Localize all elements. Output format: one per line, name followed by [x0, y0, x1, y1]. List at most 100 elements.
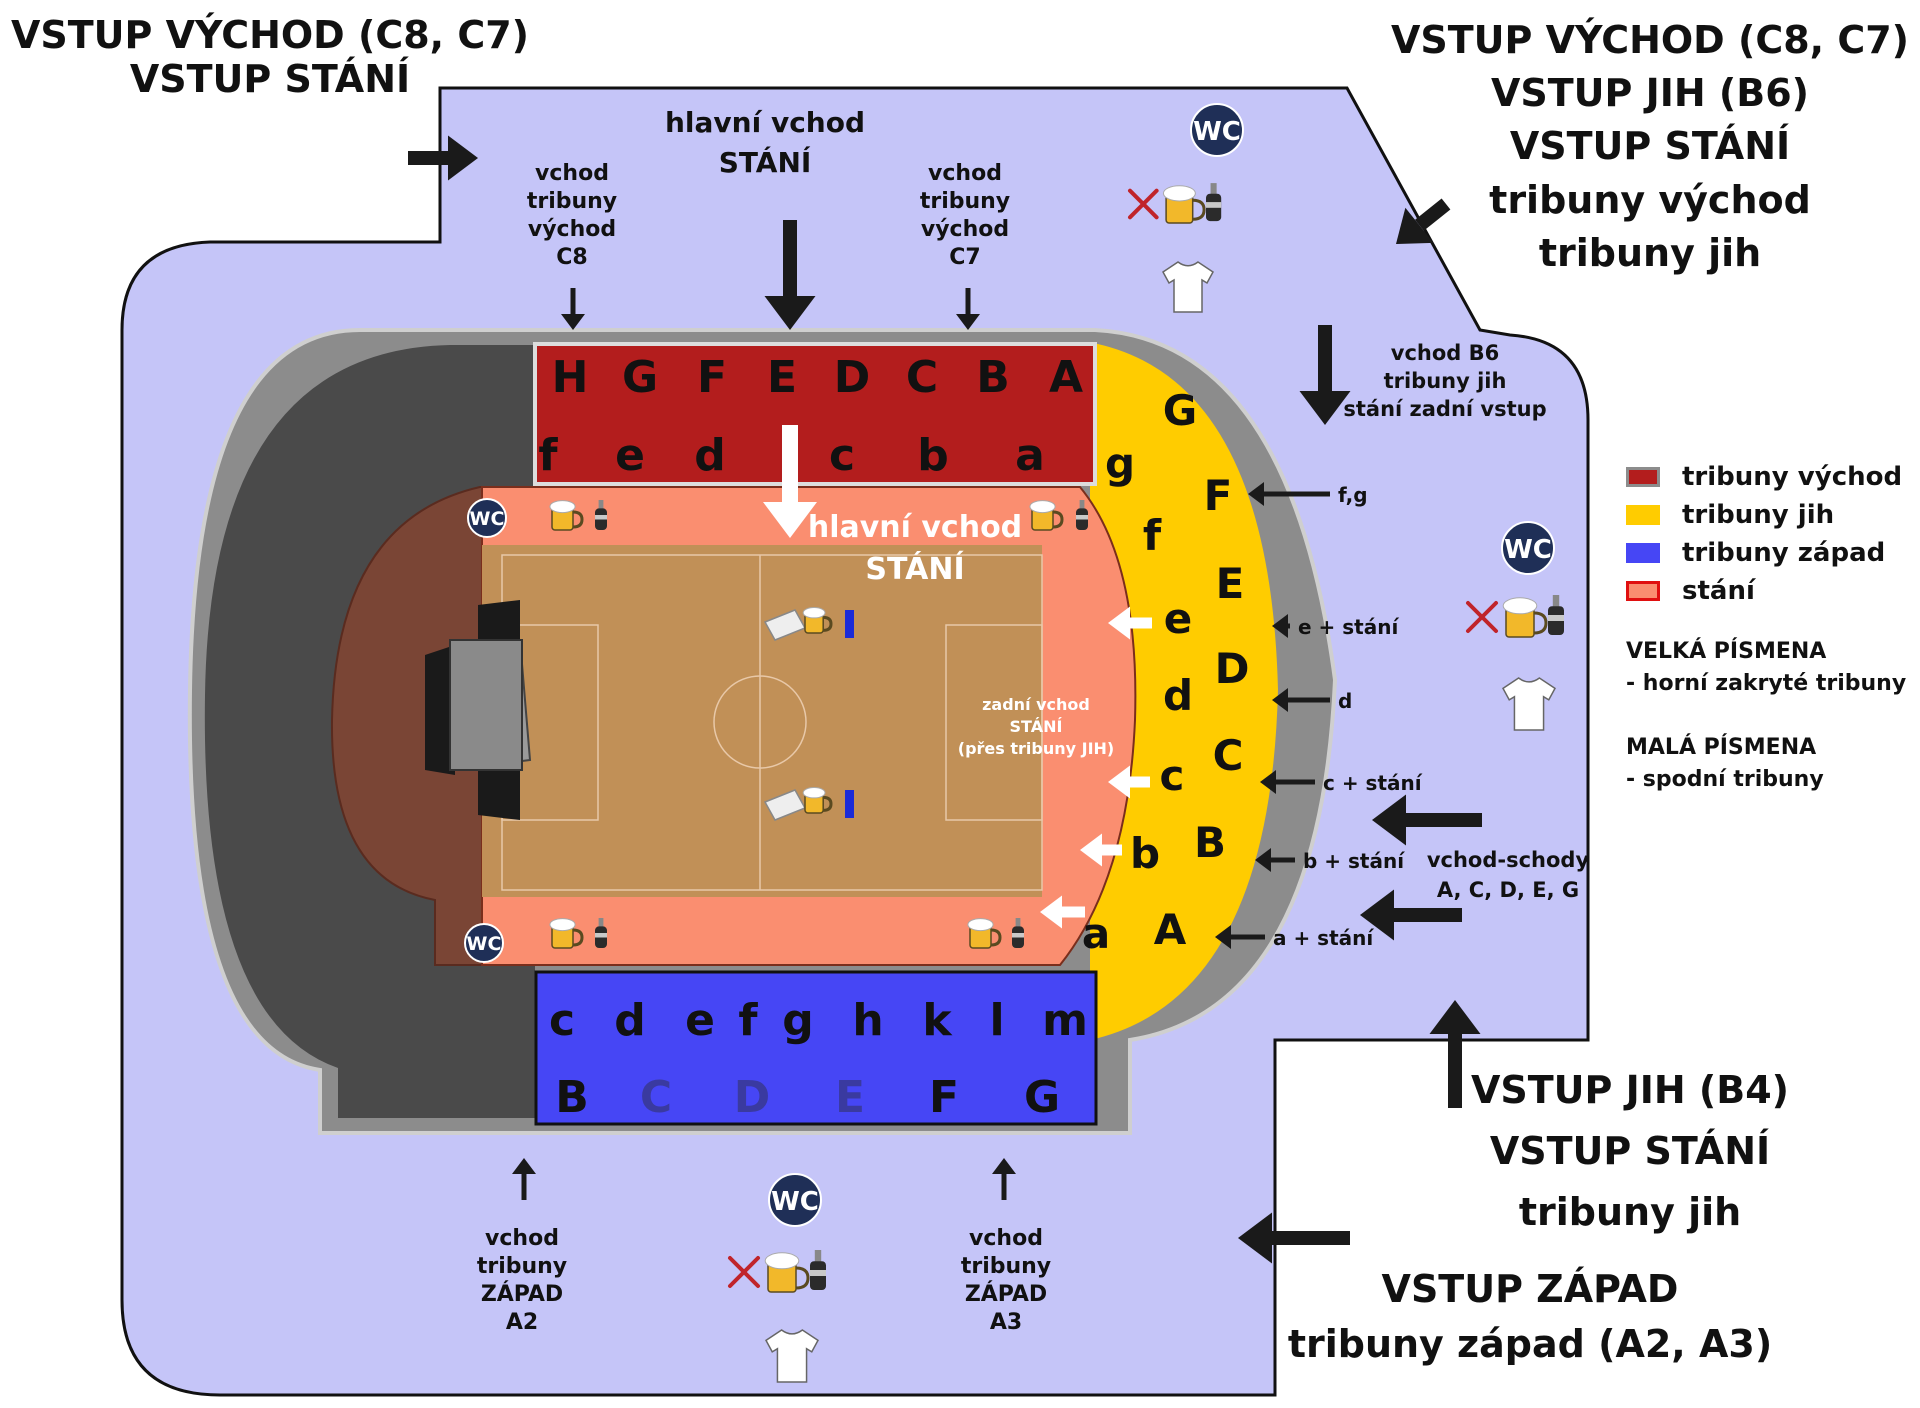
- west-stand: [534, 970, 1098, 1126]
- section-label: D: [734, 1072, 771, 1123]
- section-label: D: [834, 352, 871, 403]
- heading-line: VSTUP JIH (B6): [1490, 71, 1810, 116]
- legend-item: stání: [1626, 572, 1916, 610]
- section-label: E: [835, 1072, 865, 1123]
- section-label: e: [1164, 594, 1193, 643]
- arrow-icon: [1360, 889, 1462, 941]
- legend-swatch: [1626, 505, 1660, 525]
- entrance-a3-label: tribuny: [961, 1254, 1051, 1279]
- section-label: c: [549, 995, 575, 1046]
- heading-top-right: VSTUP VÝCHOD (C8, C7) VSTUP JIH (B6) VST…: [1390, 14, 1910, 280]
- arrow-icon: [1215, 925, 1265, 949]
- main-entrance-label: STÁNÍ: [719, 145, 812, 179]
- arrow-icon: [956, 288, 980, 330]
- beer-mug-icon: [802, 607, 833, 634]
- legend-items: tribuny východ tribuny jih tribuny západ st…: [1626, 458, 1916, 610]
- section-label: B: [976, 352, 1010, 403]
- arrow-icon: [1248, 482, 1330, 506]
- section-label: e: [685, 995, 715, 1046]
- south-arrow-label: b + stání: [1303, 849, 1405, 873]
- section-label: g: [1105, 439, 1135, 488]
- back-entrance-label: (přes tribuny JIH): [958, 739, 1114, 758]
- arrow-icon: [1255, 848, 1295, 872]
- heading-line: VSTUP VÝCHOD (C8, C7): [10, 13, 530, 57]
- entrance-b6-label: vchod B6: [1391, 341, 1499, 365]
- section-label: d: [614, 995, 646, 1046]
- legend-item: tribuny jih: [1626, 496, 1916, 534]
- arrow-icon: [512, 1158, 536, 1200]
- entrance-a3-label: ZÁPAD: [965, 1281, 1047, 1307]
- legend-label: tribuny západ: [1682, 538, 1886, 568]
- legend-note-line: MALÁ PÍSMENA: [1626, 735, 1817, 760]
- arrow-icon: [1272, 614, 1290, 638]
- legend-note-lower: MALÁ PÍSMENA - spodní tribuny: [1626, 732, 1916, 796]
- section-label: C: [1213, 731, 1244, 780]
- entrance-c7-label: vchod: [928, 161, 1002, 186]
- stairs-entrance-label: A, C, D, E, G: [1437, 878, 1579, 902]
- back-entrance-label: zadní vchod: [982, 695, 1090, 714]
- entrance-a3-label: vchod: [969, 1226, 1043, 1251]
- legend-label: tribuny východ: [1682, 462, 1903, 492]
- arrow-icon: [1260, 770, 1315, 794]
- south-arrow-label: c + stání: [1323, 771, 1423, 795]
- east-stand: [533, 342, 1097, 486]
- fork-knife-icon: [728, 1256, 760, 1288]
- bench-marker: [845, 790, 854, 818]
- section-label: F: [697, 352, 727, 403]
- section-label: h: [852, 995, 883, 1046]
- heading-line: tribuny jih: [1538, 230, 1762, 275]
- section-label: k: [922, 995, 953, 1046]
- wc-label: WC: [467, 933, 502, 955]
- arrow-icon: [408, 135, 478, 181]
- entrance-c8-label: tribuny: [527, 189, 617, 214]
- arrow-icon: [764, 220, 816, 330]
- heading-line: VSTUP STÁNÍ: [129, 56, 411, 101]
- entrance-a2-label: vchod: [485, 1226, 559, 1251]
- heading-line: tribuny západ (A2, A3): [1287, 1322, 1773, 1367]
- wc-badge-icon: WC: [464, 923, 504, 963]
- main-entrance-inner-label: STÁNÍ: [865, 551, 964, 587]
- arrow-icon: [1080, 833, 1122, 867]
- wc-label: WC: [1193, 117, 1241, 147]
- south-arrow-label: d: [1338, 689, 1352, 713]
- section-label: G: [1163, 386, 1197, 435]
- section-label: a: [1082, 909, 1110, 958]
- legend-label: tribuny jih: [1682, 500, 1835, 530]
- section-label: f: [538, 430, 558, 481]
- fork-knife-icon: [1466, 601, 1498, 633]
- section-label: A: [1154, 905, 1187, 954]
- section-label: m: [1042, 995, 1088, 1046]
- heading-bottom-right-upper: VSTUP JIH (B4) VSTUP STÁNÍ tribuny jih: [1420, 1060, 1840, 1242]
- section-label: G: [1024, 1072, 1060, 1123]
- legend-swatch: [1626, 543, 1660, 563]
- main-entrance-label: hlavní vchod: [665, 106, 865, 139]
- t-shirt-icon: [765, 1329, 819, 1383]
- beer-mug-icon: [1162, 185, 1206, 224]
- section-label: C: [906, 352, 938, 403]
- beer-mug-icon: [549, 918, 584, 949]
- section-label: F: [929, 1072, 959, 1123]
- south-stand: [1088, 342, 1278, 1040]
- entrance-c8-label: východ: [528, 217, 616, 242]
- fork-knife-icon: [1128, 188, 1159, 220]
- heading-line: VSTUP STÁNÍ: [1489, 1128, 1771, 1173]
- beer-mug-icon: [802, 787, 833, 814]
- t-shirt-icon: [1162, 261, 1214, 313]
- south-arrow-label: e + stání: [1298, 615, 1399, 639]
- wc-badge-icon: WC: [1190, 103, 1244, 157]
- section-label: c: [1160, 751, 1185, 800]
- legend-note-line: - horní zakryté tribuny: [1626, 671, 1907, 696]
- heading-bottom-right-lower: VSTUP ZÁPAD tribuny západ (A2, A3): [1270, 1262, 1790, 1372]
- section-label: F: [1204, 471, 1233, 520]
- wc-badge-icon: WC: [768, 1173, 822, 1227]
- section-label: a: [1015, 430, 1045, 481]
- section-label: C: [640, 1072, 672, 1123]
- bottle-icon: [1076, 500, 1088, 530]
- legend-item: tribuny západ: [1626, 534, 1916, 572]
- wc-badge-icon: WC: [1501, 521, 1555, 575]
- back-entrance-label: STÁNÍ: [1010, 717, 1063, 736]
- arrow-icon: [1238, 1212, 1350, 1264]
- section-label: e: [615, 430, 645, 481]
- entrance-c8-label: C8: [556, 245, 587, 270]
